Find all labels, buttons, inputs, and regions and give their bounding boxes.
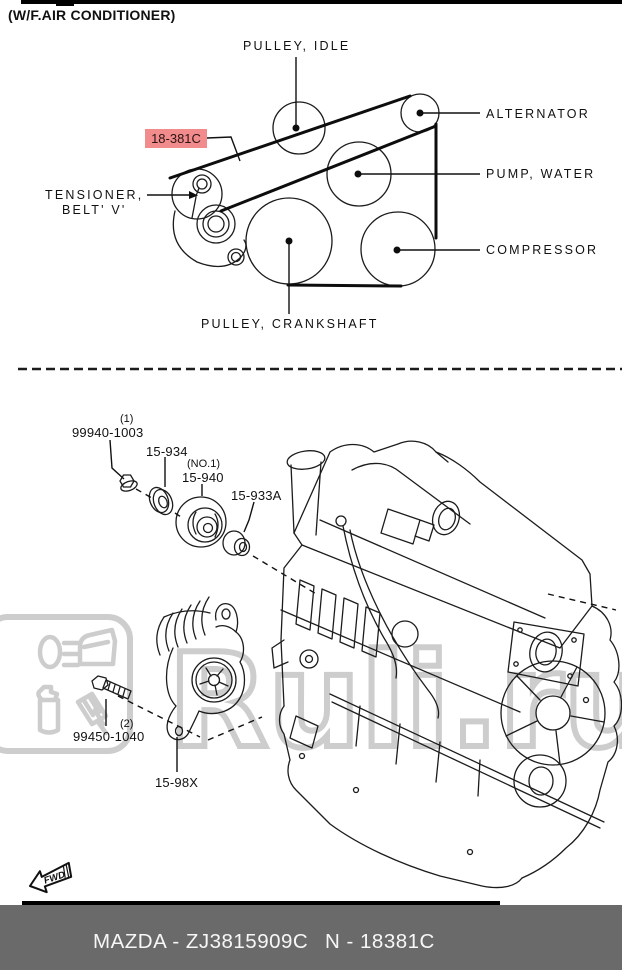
callout-nut-part: 99940-1003	[72, 425, 144, 440]
callout-bushing-part: 15-933A	[231, 488, 282, 503]
idler-pulley-drawing	[175, 496, 227, 548]
headlight-icon	[37, 634, 81, 670]
engine-drawing	[271, 440, 622, 889]
footer-bar	[0, 905, 622, 970]
parts-row	[109, 439, 319, 596]
bushing-drawing	[222, 530, 251, 557]
label-tensioner-line2: BELT' V'	[62, 203, 127, 217]
oil-jug-icon	[36, 684, 61, 735]
callout-idler-qty: (NO.1)	[187, 458, 220, 470]
label-pump-water: PUMP, WATER	[486, 167, 596, 181]
highlighted-part-code: 18-381C	[151, 131, 201, 146]
header-note: (W/F.AIR CONDITIONER)	[8, 7, 176, 23]
callout-washer-part: 15-934	[146, 444, 188, 459]
footer-divider	[22, 901, 500, 905]
top-border-mark	[56, 4, 74, 6]
label-pulley-crankshaft: PULLEY, CRANKSHAFT	[201, 317, 379, 331]
callout-idler-part: 15-940	[182, 470, 224, 485]
label-alternator: ALTERNATOR	[486, 107, 590, 121]
nut-drawing	[119, 474, 138, 492]
watermark-text: Ruli.ru	[168, 625, 622, 777]
callout-nut-qty: (1)	[120, 413, 134, 425]
callout-tensioner-part: 15-98X	[155, 775, 199, 790]
bolt-drawing	[91, 675, 132, 700]
watermark: Ruli.ru	[0, 614, 622, 780]
tensioner-cluster	[171, 168, 247, 268]
tensioner-spring	[156, 596, 211, 656]
tensioner-assembly	[91, 596, 263, 772]
label-tensioner-line1: TENSIONER,	[45, 188, 144, 202]
top-border-bar	[21, 0, 622, 4]
idle-pulley-circle	[272, 101, 326, 155]
footer-part-ref: N - 18381C	[325, 930, 435, 953]
fwd-arrow: FWD	[29, 861, 73, 894]
car-door-icon	[77, 627, 118, 667]
fwd-arrow-label: FWD	[43, 869, 67, 886]
belt-diagram	[147, 57, 480, 314]
label-pulley-idle: PULLEY, IDLE	[243, 39, 351, 53]
label-compressor: COMPRESSOR	[486, 243, 599, 257]
belt-lines	[168, 94, 438, 288]
footer-catalog-ref: MAZDA - ZJ3815909C	[93, 930, 309, 953]
tensioner-body	[165, 625, 246, 741]
highlighted-part-badge: 18-381C	[145, 129, 207, 148]
washer-drawing	[148, 486, 174, 516]
tensioner-pulley	[191, 657, 237, 703]
belt-diagram-leaders	[147, 57, 480, 314]
shock-icon	[75, 691, 109, 736]
callout-bolt-qty: (2)	[120, 718, 134, 730]
callout-bolt-part: 99450-1040	[73, 729, 145, 744]
